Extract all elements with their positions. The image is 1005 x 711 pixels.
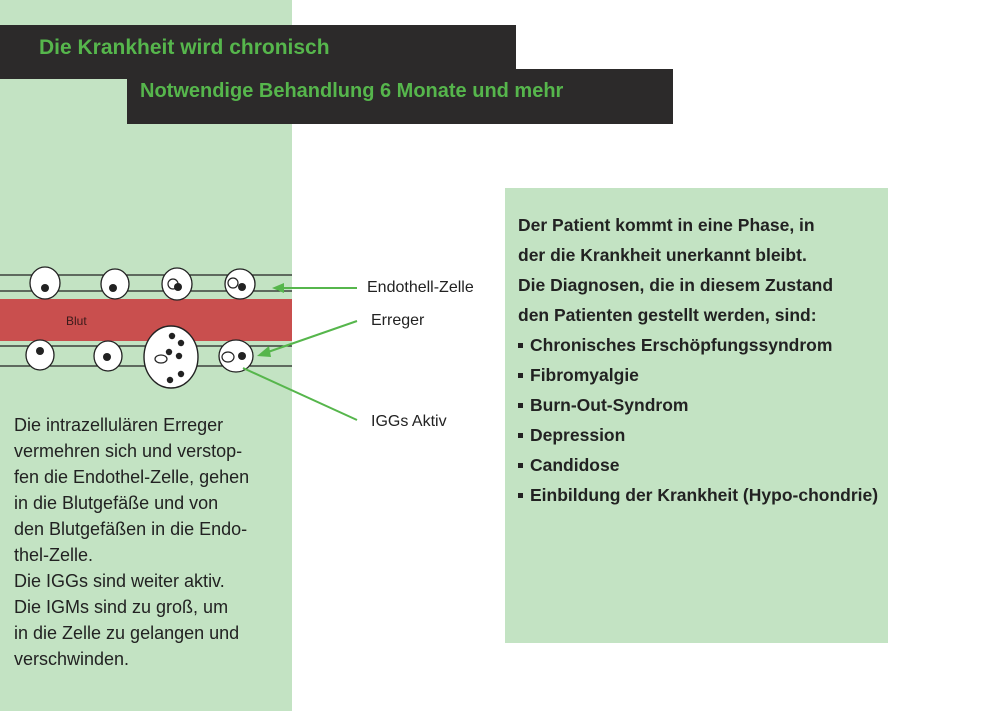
endothelial-cell: [224, 268, 256, 300]
text-line: den Blutgefäßen in die Endo-: [14, 519, 248, 539]
erreger-arrowhead: [257, 346, 271, 357]
endothel-arrowhead: [272, 283, 284, 293]
diagnosis-item: Chronisches Erschöpfungssyndrom: [518, 330, 886, 360]
erreger-label: Erreger: [371, 312, 425, 329]
diagnosis-item: Einbildung der Krankheit (Hypo-chondrie): [518, 480, 886, 510]
text-line: vermehren sich und verstop-: [14, 441, 243, 461]
page-title: Die Krankheit wird chronisch: [39, 36, 330, 59]
endothelial-cell: [100, 268, 130, 300]
iggs-label: IGGs Aktiv: [371, 413, 447, 430]
intro-line: Der Patient kommt in eine Phase, in: [518, 215, 815, 235]
endothelial-cell: [93, 340, 123, 372]
left-description: Die intrazellulären Erreger vermehren si…: [14, 412, 289, 672]
diagnosis-item: Burn-Out-Syndrom: [518, 390, 886, 420]
intro-line: der die Krankheit unerkannt bleibt.: [518, 245, 807, 265]
erreger-arrow: [267, 320, 358, 353]
text-line: verschwinden.: [14, 649, 130, 669]
text-line: in die Blutgefäße und von: [14, 493, 219, 513]
endothelial-cell: [29, 266, 61, 300]
text-line: Die IGMs sind zu groß, um: [14, 597, 229, 617]
vessel-label: Blut: [66, 314, 87, 328]
subtitle-banner: Notwendige Behandlung 6 Monate und mehr: [127, 69, 673, 124]
endothelial-cell: [25, 339, 55, 371]
intro-line: Die Diagnosen, die in diesem Zustand: [518, 275, 834, 295]
text-line: fen die Endothel-Zelle, gehen: [14, 467, 250, 487]
diagnosis-item: Candidose: [518, 450, 886, 480]
intro-line: den Patienten gestellt werden, sind:: [518, 305, 817, 325]
text-line: in die Zelle zu gelangen und: [14, 623, 240, 643]
endothelial-cell: [218, 339, 254, 373]
infected-cell: [143, 325, 199, 389]
iggs-pointer-line: [242, 367, 358, 421]
diagnosis-item: Depression: [518, 420, 886, 450]
endothelial-cell: [161, 267, 193, 301]
diagnosis-intro: Der Patient kommt in eine Phase, in der …: [518, 210, 886, 330]
endothel-label: Endothell-Zelle: [367, 279, 474, 296]
diagnosis-list: Chronisches Erschöpfungssyndrom Fibromya…: [518, 330, 886, 510]
diagnosis-item: Fibromyalgie: [518, 360, 886, 390]
blood-vessel: [0, 299, 292, 341]
text-line: thel-Zelle.: [14, 545, 94, 565]
page-subtitle: Notwendige Behandlung 6 Monate und mehr: [140, 80, 564, 102]
text-line: Die IGGs sind weiter aktiv.: [14, 571, 225, 591]
diagnosis-box: Der Patient kommt in eine Phase, in der …: [505, 188, 888, 643]
text-line: Die intrazellulären Erreger: [14, 415, 224, 435]
